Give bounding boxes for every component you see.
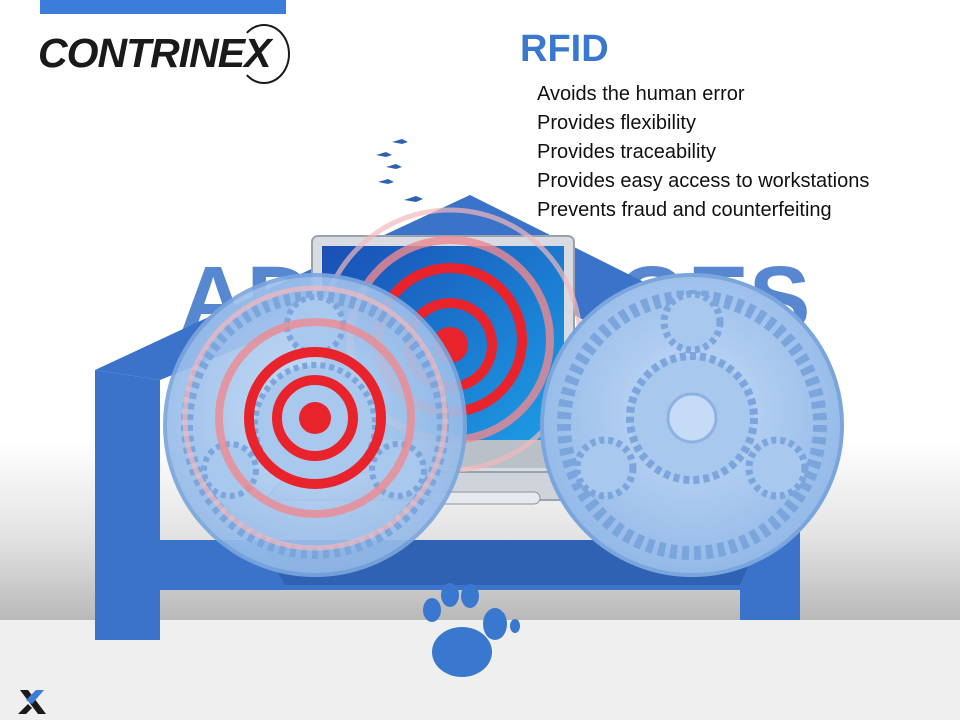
list-item: Provides easy access to workstations: [537, 170, 870, 192]
list-item: Provides traceability: [537, 141, 716, 163]
rfid-target-icon: [182, 285, 448, 551]
contrinex-logo: CONTRINEX: [38, 22, 290, 88]
gear-icon-right: [540, 273, 844, 577]
contrinex-x-icon: [18, 690, 46, 714]
bird-icon: [376, 139, 423, 202]
logo-text: CONTRINEX: [38, 30, 271, 76]
top-accent-bar: [40, 0, 286, 14]
slide-title: RFID: [520, 28, 609, 70]
list-item: Avoids the human error: [537, 83, 745, 105]
advantages-list: Avoids the human error Provides flexibil…: [537, 80, 869, 225]
list-item: Prevents fraud and counterfeiting: [537, 199, 832, 221]
logo-circle-icon: [238, 24, 290, 84]
paw-print-icon: [423, 583, 520, 677]
list-item: Provides flexibility: [537, 112, 696, 134]
